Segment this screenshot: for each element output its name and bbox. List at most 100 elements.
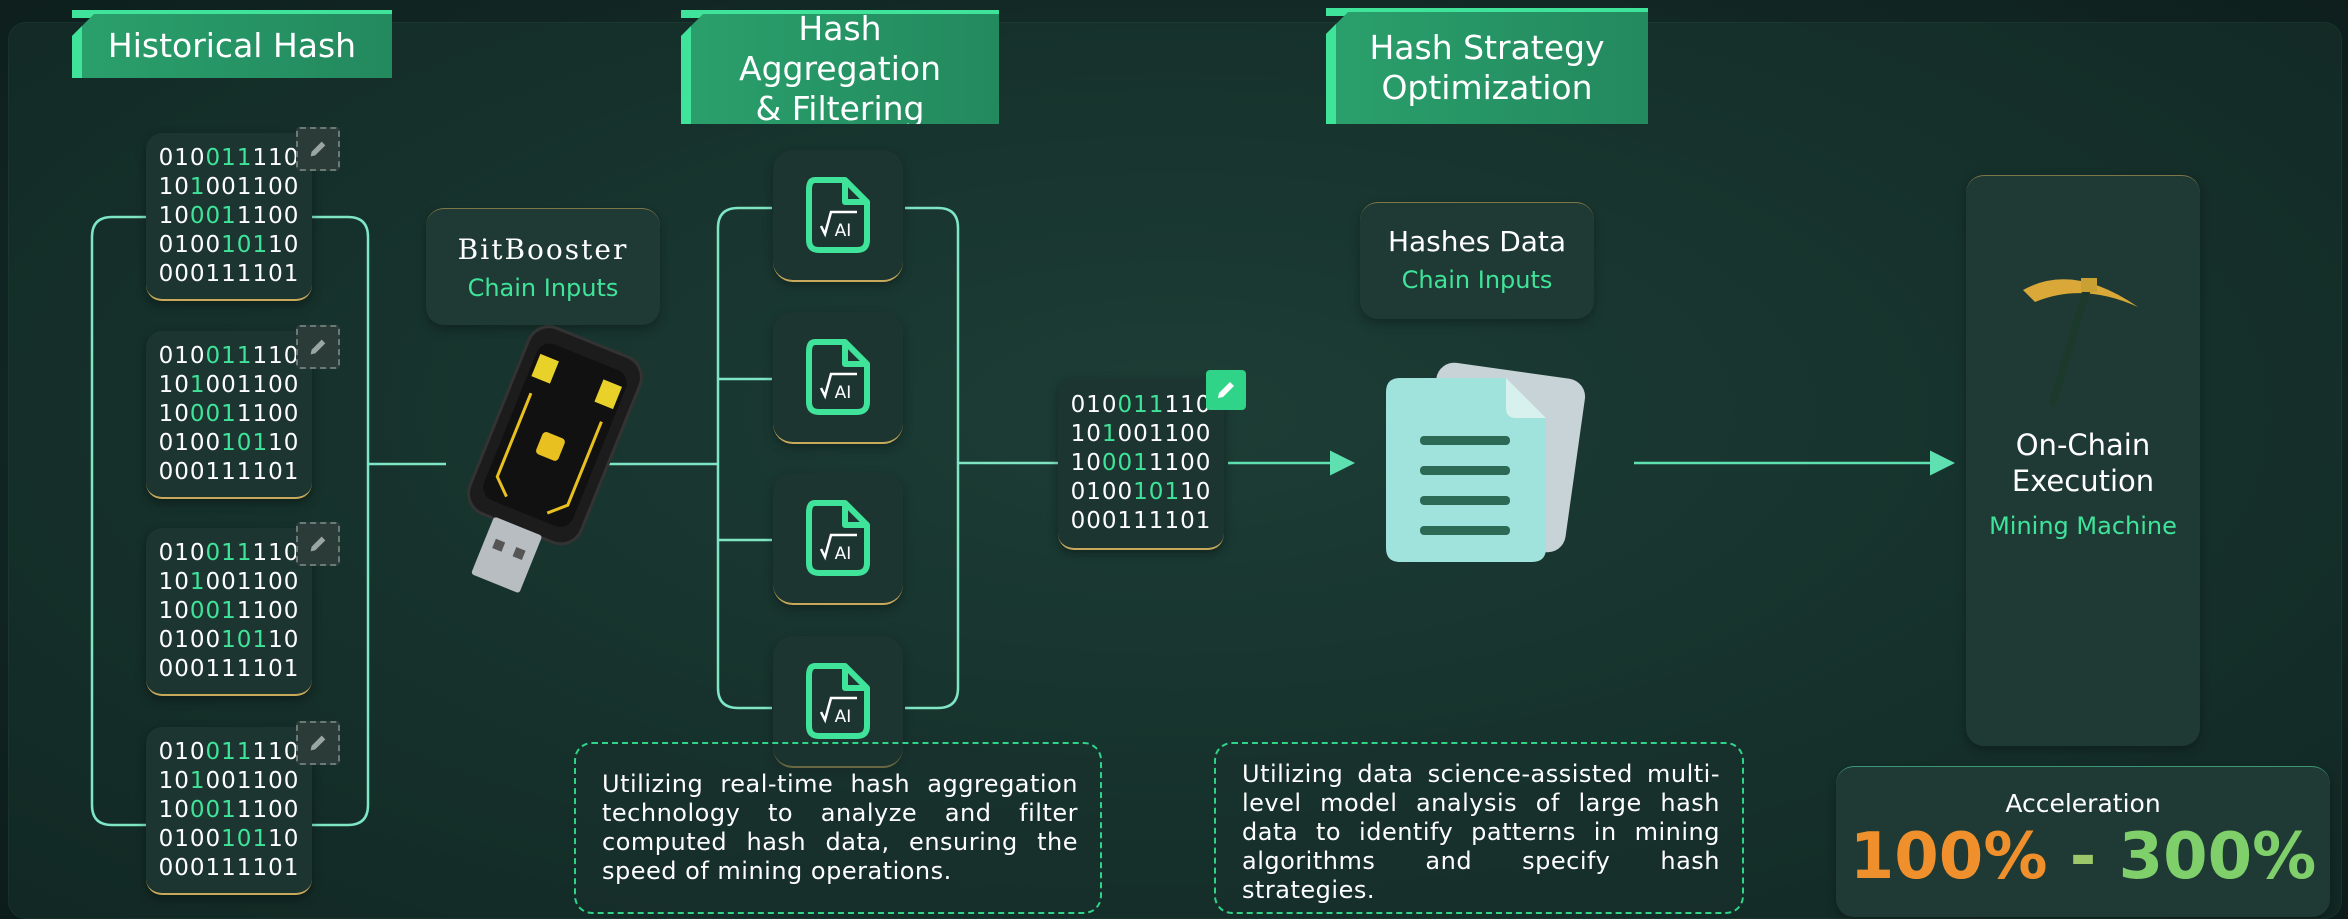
tab-title-line2: & Filtering [755, 89, 925, 128]
hash-row: 010010110 [1071, 478, 1212, 507]
tab-title-line2: Optimization [1381, 68, 1593, 107]
hash-row: 010011110 [159, 144, 300, 173]
hash-digits-highlight: 1 [189, 568, 206, 595]
acceleration-label: Acceleration [2005, 789, 2161, 818]
pickaxe-icon [2023, 278, 2138, 406]
hash-digits-highlight: 001 [189, 796, 237, 823]
hashes-data-title: Hashes Data [1387, 225, 1567, 258]
hash-digits: 10 [268, 626, 300, 653]
hash-digits: 0100 [158, 231, 222, 258]
edit-hash-button[interactable] [296, 325, 340, 369]
hash-digits: 1100 [236, 597, 300, 624]
hash-row: 010011110 [159, 738, 300, 767]
hash-digits: 000111101 [158, 854, 300, 881]
hash-digits: 1100 [1148, 449, 1212, 476]
hash-digits: 110 [252, 738, 300, 765]
hash-digits: 1100 [236, 400, 300, 427]
strategy-description: Utilizing data science-assisted multi-le… [1214, 742, 1744, 914]
hash-digits-highlight: 101 [221, 429, 269, 456]
strategy-description-text: Utilizing data science-assisted multi-le… [1242, 760, 1720, 904]
ai-file-icon: AI [806, 500, 870, 576]
ai-file-text: AI [835, 221, 852, 241]
hash-digits-highlight: 011 [205, 738, 253, 765]
bitbooster-name: BitBooster [457, 233, 629, 266]
hash-row: 010010110 [159, 626, 300, 655]
hashes-data-sub: Chain Inputs [1401, 266, 1553, 294]
hash-digits-highlight: 1 [189, 371, 206, 398]
hash-digits-highlight: 1 [189, 173, 206, 200]
hash-row: 101001100 [159, 173, 300, 202]
tab-title: Historical Hash [107, 26, 357, 65]
hash-digits-highlight: 001 [189, 202, 237, 229]
ai-file-text: AI [835, 383, 852, 403]
hash-digits-highlight: 101 [221, 825, 269, 852]
hash-digits: 000111101 [158, 260, 300, 287]
hash-row: 000111101 [1071, 507, 1212, 536]
hash-row: 000111101 [159, 854, 300, 883]
hash-row: 101001100 [159, 568, 300, 597]
documents-icon [1386, 362, 1586, 562]
onchain-execution-card: On-Chain Execution Mining Machine [1966, 175, 2200, 746]
hash-digits: 010 [158, 342, 206, 369]
hash-row: 010011110 [159, 342, 300, 371]
hash-digits: 10 [158, 568, 190, 595]
hash-digits: 001100 [1117, 420, 1212, 447]
edit-aggregated-hash-button[interactable] [1206, 370, 1246, 410]
hash-digits: 10 [158, 202, 190, 229]
aggregation-description-text: Utilizing real-time hash aggregation tec… [602, 770, 1078, 885]
acceleration-card: Acceleration 100% - 300% [1836, 766, 2330, 917]
hash-digits: 10 [268, 429, 300, 456]
hash-digits: 000111101 [158, 458, 300, 485]
hash-digits: 001100 [205, 173, 300, 200]
hash-digits: 110 [252, 342, 300, 369]
hash-digits: 010 [158, 539, 206, 566]
pencil-icon [310, 735, 326, 751]
hash-digits: 0100 [158, 429, 222, 456]
hash-digits-highlight: 1 [1101, 420, 1118, 447]
edit-hash-button[interactable] [296, 127, 340, 171]
hash-digits: 10 [158, 597, 190, 624]
hash-digits: 1100 [236, 796, 300, 823]
hash-digits: 10 [268, 231, 300, 258]
pencil-icon [1218, 382, 1234, 398]
hash-digits: 110 [252, 144, 300, 171]
hash-row: 010011110 [159, 539, 300, 568]
hash-digits: 010 [1070, 391, 1118, 418]
hash-row: 101001100 [159, 767, 300, 796]
hash-digits: 10 [158, 173, 190, 200]
hash-row: 100011100 [1071, 449, 1212, 478]
hash-digits-highlight: 001 [189, 597, 237, 624]
aggregation-description: Utilizing real-time hash aggregation tec… [574, 742, 1102, 914]
acceleration-low: 100% [1849, 820, 2048, 894]
hash-digits: 10 [158, 371, 190, 398]
bitbooster-sub: Chain Inputs [467, 274, 619, 302]
hash-row: 100011100 [159, 597, 300, 626]
hash-digits: 10 [1070, 420, 1102, 447]
pencil-icon [310, 536, 326, 552]
tab-title-line1: Hash Aggregation [739, 9, 941, 88]
ai-file-icon: AI [806, 177, 870, 253]
hash-digits: 010 [158, 738, 206, 765]
hash-digits-highlight: 011 [205, 342, 253, 369]
tab-historical-hash: Historical Hash [72, 14, 392, 78]
edit-hash-button[interactable] [296, 721, 340, 765]
ai-file-card: AI [773, 473, 903, 605]
hash-digits: 10 [268, 825, 300, 852]
hash-digits: 000111101 [1070, 507, 1212, 534]
tab-title-line1: Hash Strategy [1369, 28, 1605, 67]
hash-row: 010010110 [159, 429, 300, 458]
ai-file-text: AI [835, 544, 852, 564]
hash-digits: 001100 [205, 767, 300, 794]
edit-hash-button[interactable] [296, 522, 340, 566]
ai-file-icon: AI [806, 663, 870, 739]
hash-row: 000111101 [159, 655, 300, 684]
hash-digits-highlight: 011 [205, 144, 253, 171]
acceleration-value: 100% - 300% [1836, 820, 2330, 894]
hash-digits: 0100 [1070, 478, 1134, 505]
hash-digits-highlight: 011 [1117, 391, 1165, 418]
hash-row: 010010110 [159, 231, 300, 260]
hash-digits: 10 [158, 767, 190, 794]
